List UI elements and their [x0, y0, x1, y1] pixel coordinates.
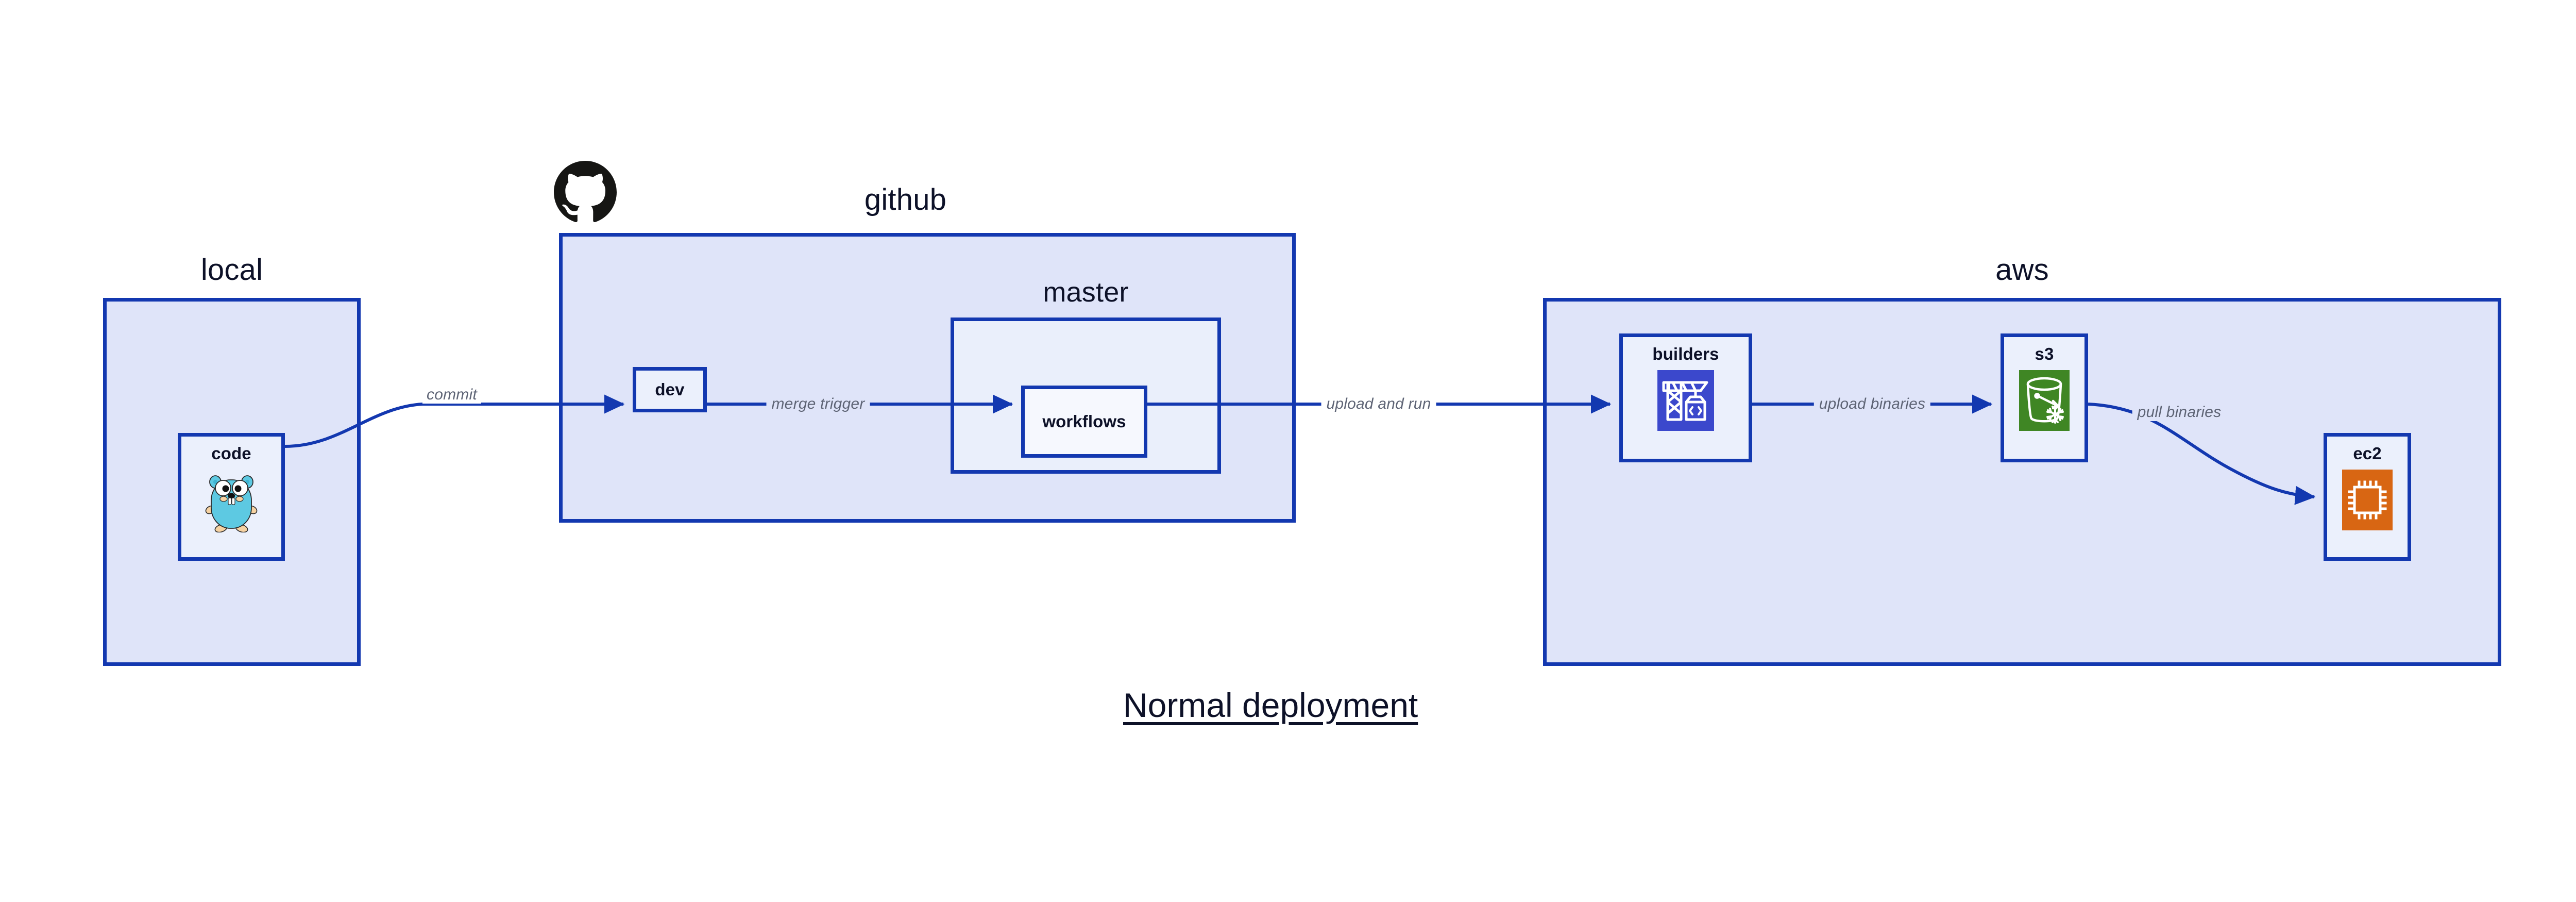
group-label-master: master — [1043, 277, 1129, 308]
edge-label-commit: commit — [422, 386, 481, 404]
node-label-ec2: ec2 — [2353, 444, 2382, 463]
node-code[interactable]: code — [178, 433, 285, 561]
edge-label-upload-binaries: upload binaries — [1814, 395, 1931, 413]
node-dev[interactable]: dev — [633, 367, 707, 412]
aws-s3-bucket-icon — [2019, 370, 2070, 433]
aws-builders-crane-icon — [1657, 370, 1714, 433]
node-label-workflows: workflows — [1042, 412, 1126, 431]
github-octocat-icon — [554, 161, 617, 226]
group-label-github: github — [864, 183, 947, 216]
go-gopher-icon — [204, 471, 259, 535]
edge-label-pull-binaries: pull binaries — [2132, 404, 2227, 421]
node-label-dev: dev — [655, 380, 685, 399]
group-label-aws: aws — [1995, 253, 2049, 287]
node-s3[interactable]: s3 — [2001, 333, 2088, 462]
node-label-code: code — [211, 444, 251, 463]
node-builders[interactable]: builders — [1619, 333, 1752, 462]
node-label-builders: builders — [1652, 344, 1719, 363]
diagram-title: Normal deployment — [1123, 686, 1418, 724]
node-label-s3: s3 — [2035, 344, 2054, 363]
node-workflows[interactable]: workflows — [1021, 386, 1147, 458]
group-label-local: local — [200, 253, 263, 287]
edge-label-merge-trigger: merge trigger — [766, 395, 870, 413]
aws-ec2-chip-icon — [2342, 470, 2393, 533]
node-ec2[interactable]: ec2 — [2324, 433, 2411, 561]
edge-label-upload-and-run: upload and run — [1321, 395, 1436, 413]
